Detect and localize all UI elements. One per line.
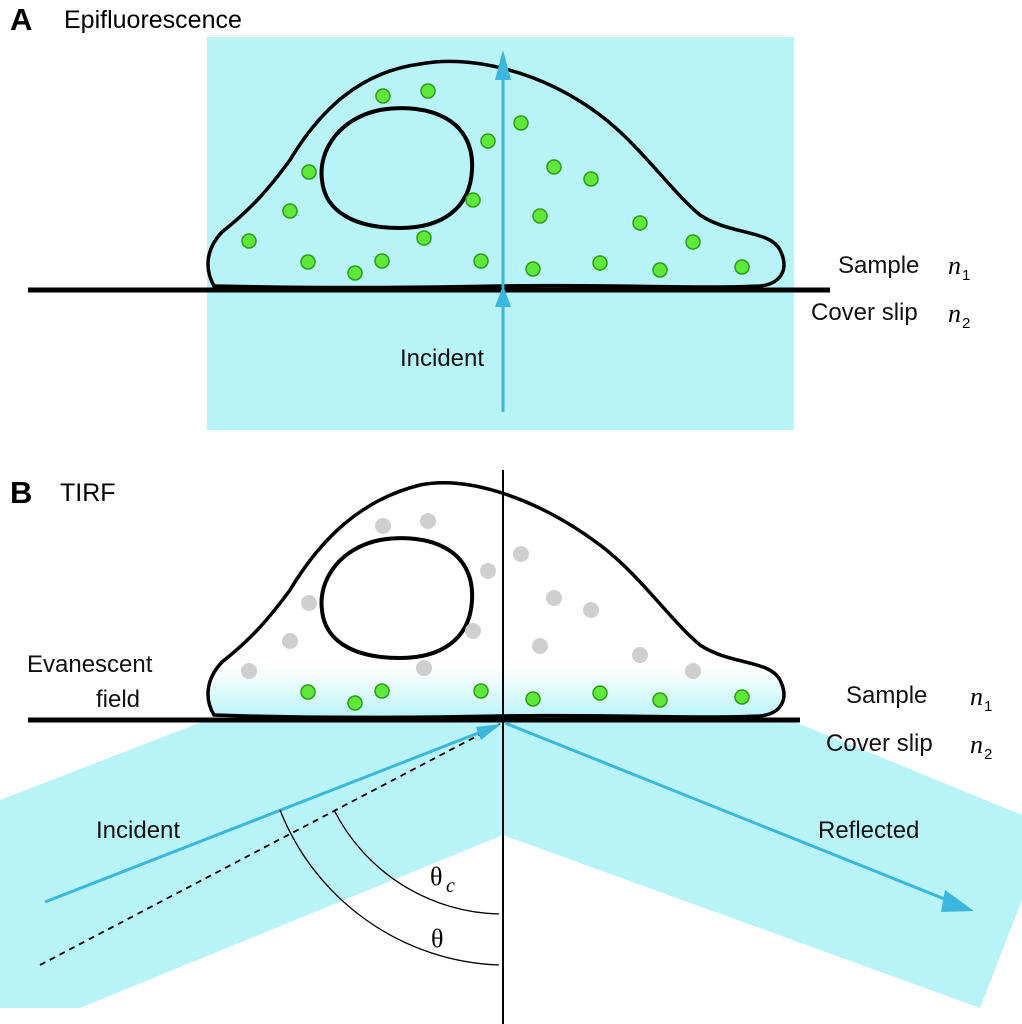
fluorophore bbox=[632, 215, 648, 231]
fluorophore-inactive bbox=[420, 513, 436, 529]
fluorophores-inactive-b bbox=[241, 513, 701, 679]
fluorophore bbox=[374, 683, 390, 699]
panel-a: A Epifluorescence bbox=[10, 2, 970, 430]
fluorophore-inactive bbox=[546, 590, 562, 606]
critical-angle-line bbox=[39, 723, 501, 966]
fluorophore bbox=[525, 691, 541, 707]
incident-arrow-a bbox=[495, 50, 511, 412]
fluorophore-inactive bbox=[282, 633, 298, 649]
fluorophore bbox=[416, 230, 432, 246]
incident-label-b: Incident bbox=[96, 817, 180, 844]
fluorophore bbox=[473, 253, 489, 269]
fluorophore bbox=[300, 684, 316, 700]
critical-angle-subscript: c bbox=[446, 875, 455, 897]
n2-subscript-a: 2 bbox=[962, 315, 970, 332]
panel-b-title: TIRF bbox=[60, 479, 116, 507]
n2-subscript-b: 2 bbox=[984, 746, 992, 763]
fluorophore bbox=[420, 83, 436, 99]
fluorophore-inactive bbox=[513, 546, 529, 562]
fluorophore-inactive bbox=[532, 638, 548, 654]
incident-beam-band bbox=[0, 720, 503, 1008]
fluorophore-inactive bbox=[465, 623, 481, 639]
fluorophores-a bbox=[241, 83, 750, 281]
fluorophore bbox=[300, 254, 316, 270]
fluorophore bbox=[465, 192, 481, 208]
fluorophore-inactive bbox=[480, 563, 496, 579]
fluorophore bbox=[301, 164, 317, 180]
fluorophore bbox=[473, 683, 489, 699]
incidence-angle-arc bbox=[279, 809, 500, 966]
fluorophore-inactive bbox=[416, 660, 432, 676]
n2-symbol-a: n bbox=[948, 299, 961, 328]
fluorophore bbox=[374, 253, 390, 269]
incident-label-a: Incident bbox=[400, 345, 484, 372]
fluorophore bbox=[546, 159, 562, 175]
evanescent-field-label-line1: Evanescent bbox=[27, 651, 153, 678]
n1-symbol-a: n bbox=[948, 251, 961, 280]
n1-subscript-a: 1 bbox=[962, 267, 970, 284]
critical-angle-symbol: θ bbox=[430, 862, 442, 891]
fluorophores-active-b bbox=[300, 683, 750, 711]
nucleus-outline-b bbox=[319, 536, 475, 661]
fluorophore bbox=[532, 208, 548, 224]
reflected-ray-b bbox=[504, 721, 974, 912]
fluorophore bbox=[652, 692, 668, 708]
fluorophore-inactive bbox=[301, 595, 317, 611]
panel-b: B TIRF bbox=[0, 470, 1022, 1024]
coverslip-label-a: Cover slip bbox=[811, 299, 918, 326]
fluorophore-inactive bbox=[583, 602, 599, 618]
fluorophore bbox=[685, 234, 701, 250]
coverslip-label-b: Cover slip bbox=[826, 730, 933, 757]
sample-label-a: Sample bbox=[838, 252, 919, 279]
fluorophore bbox=[375, 88, 391, 104]
fluorophore bbox=[282, 203, 298, 219]
evanescent-field-glow bbox=[208, 668, 784, 718]
fluorophore bbox=[347, 265, 363, 281]
n1-symbol-b: n bbox=[970, 682, 983, 711]
fluorophore bbox=[480, 133, 496, 149]
epi-illumination-beam bbox=[207, 37, 794, 430]
panel-a-letter: A bbox=[10, 2, 32, 37]
panel-b-letter: B bbox=[10, 475, 32, 510]
n1-subscript-b: 1 bbox=[984, 698, 992, 715]
fluorophore bbox=[241, 233, 257, 249]
fluorophore bbox=[734, 259, 750, 275]
panel-a-title: Epifluorescence bbox=[64, 6, 242, 34]
sample-label-b: Sample bbox=[846, 682, 927, 709]
cell-outline-b bbox=[206, 481, 786, 720]
incident-ray-b bbox=[44, 724, 501, 904]
fluorophore bbox=[734, 689, 750, 705]
fluorophore bbox=[592, 685, 608, 701]
fluorophore-inactive bbox=[685, 663, 701, 679]
nucleus-outline-a bbox=[319, 106, 475, 231]
fluorophore bbox=[583, 171, 599, 187]
fluorophore-inactive bbox=[632, 647, 648, 663]
n2-symbol-b: n bbox=[970, 730, 983, 759]
fluorophore bbox=[347, 695, 363, 711]
fluorophore bbox=[513, 115, 529, 131]
fluorophore bbox=[592, 255, 608, 271]
fluorophore bbox=[652, 262, 668, 278]
reflected-label-b: Reflected bbox=[818, 817, 919, 844]
critical-angle-arc bbox=[333, 809, 500, 915]
incidence-angle-symbol: θ bbox=[431, 924, 443, 953]
fluorophore bbox=[525, 261, 541, 277]
cell-outline-a bbox=[206, 59, 786, 290]
evanescent-field-label-line2: field bbox=[96, 686, 140, 713]
reflected-beam-band bbox=[503, 720, 1022, 1008]
fluorophore-inactive bbox=[375, 518, 391, 534]
fluorophore-inactive bbox=[241, 663, 257, 679]
